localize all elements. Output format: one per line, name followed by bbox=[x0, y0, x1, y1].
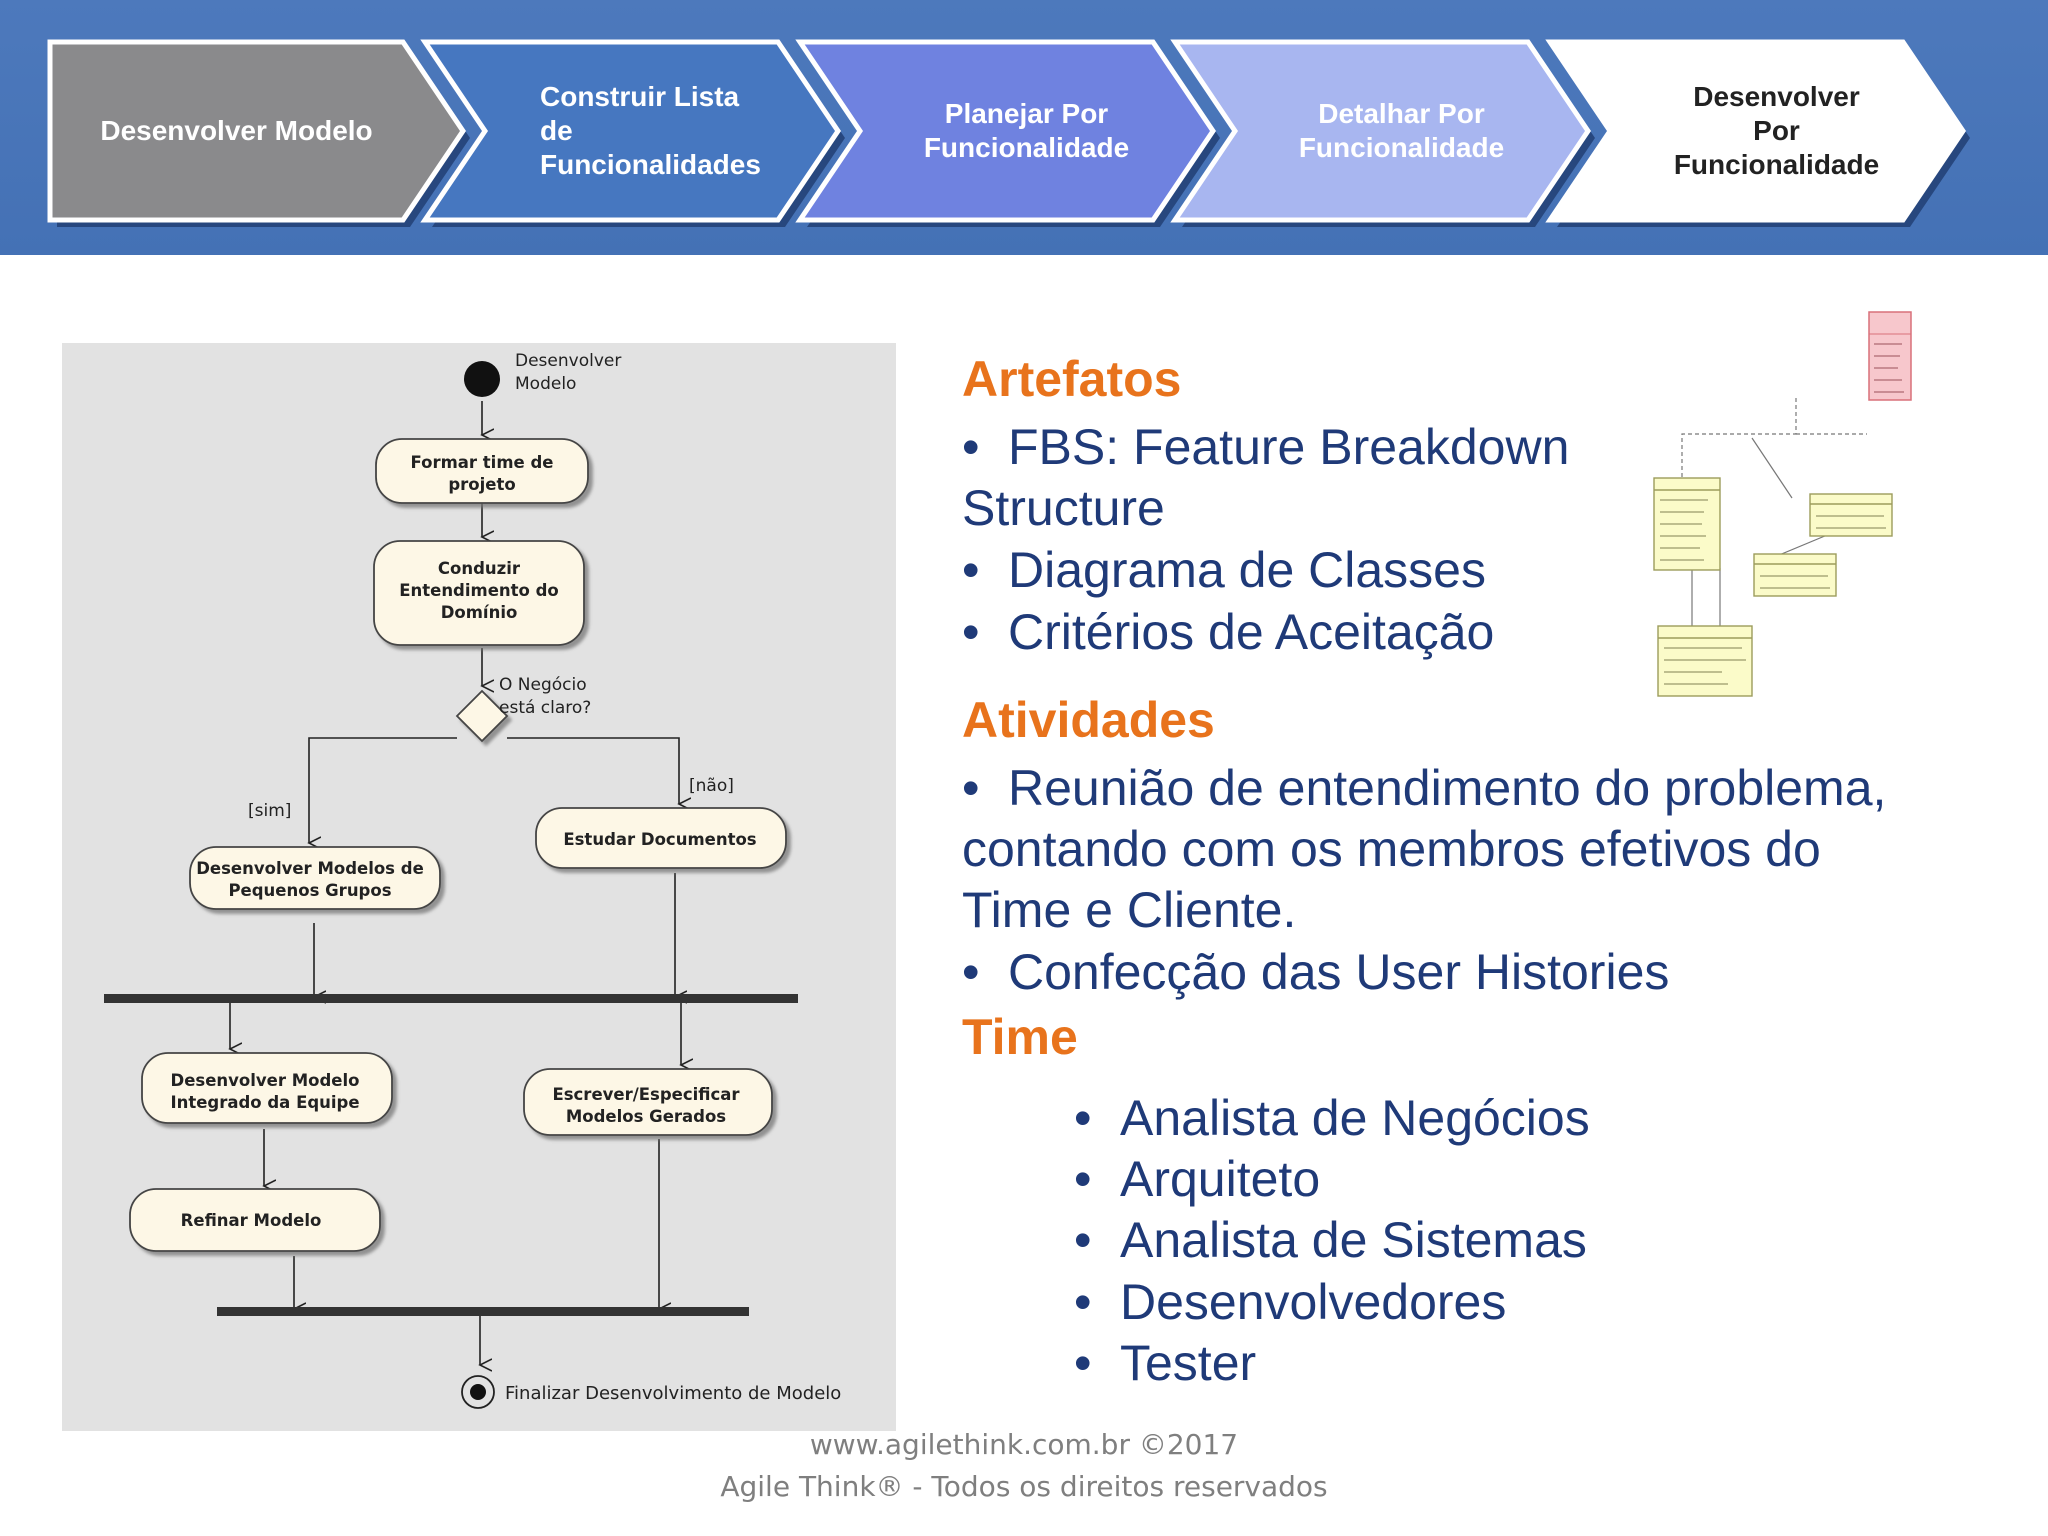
activity-write-models-line-2: Modelos Gerados bbox=[566, 1107, 726, 1126]
activity-team-model-line-1: Desenvolver Modelo bbox=[171, 1071, 360, 1090]
activity-domain-line-2: Entendimento do bbox=[399, 581, 559, 600]
bullet: • bbox=[962, 419, 980, 475]
process-step-2 bbox=[420, 39, 842, 223]
uml-class-d bbox=[1657, 625, 1753, 697]
time-item-text: Analista de Sistemas bbox=[1120, 1212, 1587, 1268]
process-step-5 bbox=[1545, 39, 1967, 223]
activity-refine-label: Refinar Modelo bbox=[181, 1211, 322, 1230]
activity-refine bbox=[129, 1188, 381, 1252]
uml-class-c bbox=[1753, 553, 1837, 597]
atividades-item-1-line-1: • Reunião de entendimento do problema, bbox=[962, 758, 1886, 819]
activity-team-model-line-2: Integrado da Equipe bbox=[170, 1093, 359, 1112]
activity-small-groups-line-2: Pequenos Grupos bbox=[228, 881, 391, 900]
process-step-3 bbox=[795, 39, 1217, 223]
process-step-label-2: Construir Lista de Funcionalidades bbox=[540, 81, 761, 180]
guard-no: [não] bbox=[689, 776, 734, 796]
time-item: • Analista de Sistemas bbox=[1074, 1210, 1587, 1271]
time-item-text: Arquiteto bbox=[1120, 1151, 1321, 1207]
artefatos-item-1-line-1: • FBS: Feature Breakdown bbox=[962, 417, 1569, 478]
activity-write-models-line-1: Escrever/Especificar bbox=[552, 1085, 740, 1104]
activity-diagram: Desenvolver Modelo O Negócio está claro?… bbox=[104, 351, 841, 1409]
join-bar bbox=[217, 1307, 749, 1316]
process-step-label-3: Planejar Por Funcionalidade bbox=[923, 98, 1130, 163]
time-item: • Analista de Negócios bbox=[1074, 1088, 1590, 1149]
time-item-text: Analista de Negócios bbox=[1120, 1090, 1590, 1146]
atividades-item-1-text: Reunião de entendimento do problema, bbox=[1008, 760, 1887, 816]
atividades-heading: Atividades bbox=[962, 692, 1215, 748]
artefatos-item-2-text: Diagrama de Classes bbox=[1008, 542, 1486, 598]
atividades-item-2: • Confecção das User Histories bbox=[962, 942, 1669, 1003]
time-item: • Desenvolvedores bbox=[1074, 1272, 1506, 1333]
bullet: • bbox=[962, 604, 980, 660]
end-label: Finalizar Desenvolvimento de Modelo bbox=[505, 1383, 841, 1404]
bullet: • bbox=[1074, 1151, 1092, 1207]
process-step-label-1: Desenvolver Modelo bbox=[100, 115, 373, 146]
activity-domain-line-1: Conduzir bbox=[438, 559, 521, 578]
bullet: • bbox=[962, 542, 980, 598]
atividades-item-1-line-3: Time e Cliente. bbox=[962, 882, 1297, 938]
activity-domain bbox=[373, 540, 585, 646]
activity-study-docs bbox=[535, 807, 787, 869]
artefatos-item-3: • Critérios de Aceitação bbox=[962, 602, 1494, 663]
artefatos-item-1-text: FBS: Feature Breakdown bbox=[1008, 419, 1570, 475]
decision-label-line-1: O Negócio bbox=[499, 675, 587, 695]
bullet: • bbox=[1074, 1274, 1092, 1330]
start-label-line-2: Modelo bbox=[515, 374, 576, 394]
activity-form-team-line-2: projeto bbox=[448, 475, 515, 494]
activity-team-model bbox=[141, 1052, 393, 1124]
activity-domain-line-3: Domínio bbox=[441, 603, 518, 622]
atividades-item-1-line-2: contando com os membros efetivos do bbox=[962, 821, 1821, 877]
flow-arrow-yes bbox=[309, 737, 457, 843]
activity-small-groups bbox=[189, 846, 441, 910]
class-diagram-thumbnail bbox=[1653, 311, 1912, 697]
end-node bbox=[461, 1375, 495, 1409]
activity-write-models bbox=[523, 1068, 773, 1136]
activity-form-team-line-1: Formar time de bbox=[411, 453, 554, 472]
footer-copyright: Agile Think® - Todos os direitos reserva… bbox=[720, 1470, 1328, 1503]
flow-arrow-no bbox=[507, 737, 679, 804]
process-chevrons bbox=[47, 39, 1970, 227]
process-step-1 bbox=[47, 39, 467, 223]
activity-form-team bbox=[375, 438, 589, 504]
time-item: • Arquiteto bbox=[1074, 1149, 1320, 1210]
process-step-label-4: Detalhar Por Funcionalidade bbox=[1298, 98, 1505, 163]
bullet: • bbox=[1074, 1090, 1092, 1146]
process-step-label-5: Desenvolver Por Funcionalidade bbox=[1673, 81, 1880, 180]
time-item-text: Tester bbox=[1120, 1335, 1257, 1391]
artefatos-item-3-text: Critérios de Aceitação bbox=[1008, 604, 1495, 660]
artefatos-item-1-line-2: Structure bbox=[962, 480, 1165, 536]
process-step-4 bbox=[1170, 39, 1592, 223]
start-label-line-1: Desenvolver bbox=[515, 351, 621, 371]
activity-small-groups-line-1: Desenvolver Modelos de bbox=[196, 859, 424, 878]
bullet: • bbox=[962, 760, 980, 816]
bullet: • bbox=[1074, 1212, 1092, 1268]
time-item: • Tester bbox=[1074, 1333, 1256, 1394]
decision-node bbox=[455, 689, 509, 743]
bullet: • bbox=[1074, 1335, 1092, 1391]
time-item-text: Desenvolvedores bbox=[1120, 1274, 1507, 1330]
start-node bbox=[464, 361, 500, 397]
fork-bar bbox=[104, 994, 798, 1003]
bullet: • bbox=[962, 944, 980, 1000]
activity-diagram-panel: Desenvolver Modelo O Negócio está claro?… bbox=[62, 343, 896, 1431]
time-heading: Time bbox=[962, 1009, 1078, 1065]
atividades-item-2-text: Confecção das User Histories bbox=[1008, 944, 1670, 1000]
end-node-core bbox=[470, 1384, 486, 1400]
footer-website: www.agilethink.com.br ©2017 bbox=[809, 1428, 1239, 1461]
decision-label-line-2: está claro? bbox=[499, 698, 591, 718]
guard-yes: [sim] bbox=[248, 801, 291, 821]
uml-class-b bbox=[1809, 493, 1893, 537]
artefatos-heading: Artefatos bbox=[962, 351, 1182, 407]
activity-study-docs-label: Estudar Documentos bbox=[563, 830, 756, 849]
artefatos-item-2: • Diagrama de Classes bbox=[962, 540, 1486, 601]
uml-class-enum bbox=[1868, 311, 1912, 401]
